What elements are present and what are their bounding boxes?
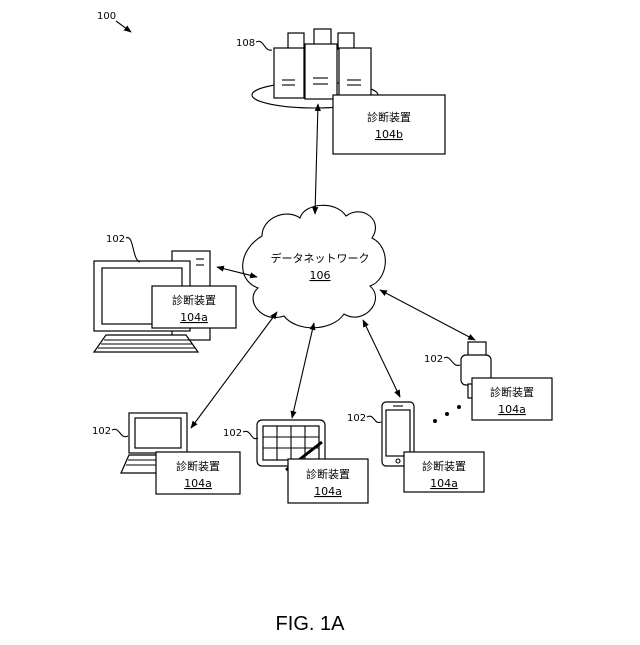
laptop-screen [129, 413, 187, 453]
laptop-device-label: 診断装置 [176, 459, 220, 473]
data-network-cloud: データネットワーク 106 [243, 205, 386, 327]
watch-ref-label: 102 [424, 354, 460, 365]
server-device-label: 診断装置 [367, 110, 411, 124]
server-network-link [315, 104, 318, 214]
server-tower-right [338, 33, 371, 98]
svg-text:102: 102 [223, 428, 242, 439]
server-ref-label: 108 [236, 38, 272, 50]
server-device-ref: 104b [375, 128, 403, 141]
figure-caption: FIG. 1A [276, 613, 346, 635]
svg-text:102: 102 [424, 354, 443, 365]
phone-device-ref: 104a [430, 477, 458, 490]
svg-text:100: 100 [97, 11, 116, 22]
watch-diagnostic-device: 診断装置 104a [472, 378, 552, 420]
svg-text:102: 102 [106, 234, 125, 245]
server-diagnostic-device: 診断装置 104b [333, 95, 445, 154]
figure-number-label: 100 [97, 11, 131, 32]
tablet-ref-label: 102 [223, 428, 258, 439]
desktop-diagnostic-device: 診断装置 104a [152, 286, 236, 328]
server-tower-left [274, 33, 304, 98]
phone-ref-label: 102 [347, 413, 381, 424]
svg-text:108: 108 [236, 38, 255, 49]
watch-device-ref: 104a [498, 403, 526, 416]
tablet-network-link [292, 323, 314, 418]
server-group: 108 診断装置 104b [236, 29, 445, 154]
svg-text:102: 102 [347, 413, 366, 424]
tablet-device-label: 診断装置 [306, 467, 350, 481]
desktop-device-label: 診断装置 [172, 293, 216, 307]
more-devices-ellipsis [433, 405, 461, 423]
phone-diagnostic-device: 診断装置 104a [404, 452, 484, 492]
tablet-client: 102 診断装置 104a [223, 420, 368, 503]
server-tower-center [305, 29, 337, 99]
server-diagnostic-device-box [333, 95, 445, 154]
laptop-device-ref: 104a [184, 477, 212, 490]
laptop-client: 102 診断装置 104a [92, 413, 240, 494]
network-ref: 106 [310, 269, 331, 282]
desktop-keyboard [94, 335, 198, 352]
tablet-device-ref: 104a [314, 485, 342, 498]
desktop-client: 102 診断装置 104a [94, 234, 236, 352]
svg-text:102: 102 [92, 426, 111, 437]
network-label: データネットワーク [271, 251, 370, 265]
laptop-diagnostic-device: 診断装置 104a [156, 452, 240, 494]
desktop-ref-label: 102 [106, 234, 140, 262]
watch-network-link [380, 290, 475, 340]
watch-device-label: 診断装置 [490, 385, 534, 399]
phone-network-link [363, 320, 400, 397]
desktop-network-link [217, 267, 257, 277]
desktop-device-ref: 104a [180, 311, 208, 324]
phone-device-label: 診断装置 [422, 459, 466, 473]
laptop-ref-label: 102 [92, 426, 128, 437]
watch-client: 102 診断装置 104a [424, 342, 552, 420]
tablet-diagnostic-device: 診断装置 104a [288, 459, 368, 503]
